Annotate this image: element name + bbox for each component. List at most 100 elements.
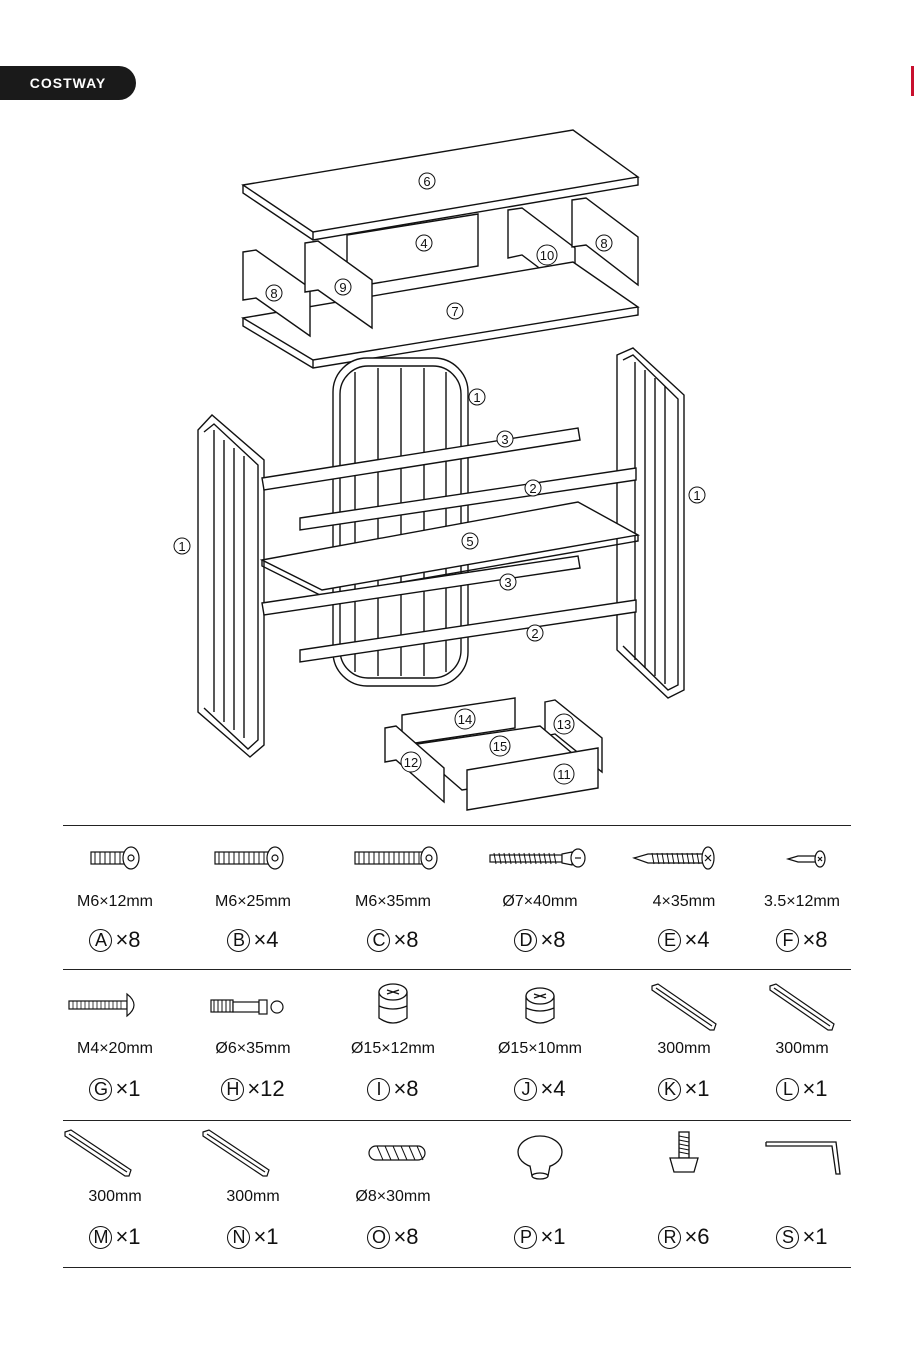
hardware-letter: A bbox=[89, 929, 112, 952]
hardware-letter: R bbox=[658, 1226, 681, 1249]
hardware-item-r: R×6 bbox=[624, 1128, 744, 1248]
hardware-letter: D bbox=[514, 929, 537, 952]
hardware-count: ×4 bbox=[253, 927, 278, 953]
hardware-quantity: R×6 bbox=[624, 1224, 744, 1250]
leveling-foot-icon bbox=[624, 1128, 744, 1182]
hardware-letter: G bbox=[89, 1078, 112, 1101]
hardware-size: 300mm bbox=[193, 1188, 313, 1206]
drawer-slide-icon bbox=[742, 980, 862, 1034]
hardware-letter: I bbox=[367, 1078, 390, 1101]
callout-8-right: 8 bbox=[600, 236, 607, 251]
hardware-letter: L bbox=[776, 1078, 799, 1101]
callout-7: 7 bbox=[451, 304, 458, 319]
hardware-quantity: I×8 bbox=[333, 1076, 453, 1102]
hardware-quantity: S×1 bbox=[742, 1224, 862, 1250]
hardware-letter: H bbox=[221, 1078, 244, 1101]
hardware-count: ×4 bbox=[540, 1076, 565, 1102]
callout-11: 11 bbox=[557, 767, 571, 782]
hardware-size: 300mm bbox=[624, 1040, 744, 1058]
callout-10: 10 bbox=[540, 248, 554, 263]
hardware-size: Ø8×30mm bbox=[333, 1188, 453, 1206]
knob-icon bbox=[480, 1128, 600, 1182]
hardware-count: ×12 bbox=[247, 1076, 284, 1102]
table-rule-row1 bbox=[63, 969, 851, 970]
hardware-count: ×6 bbox=[684, 1224, 709, 1250]
hardware-item-l: 300mmL×1 bbox=[742, 980, 862, 1100]
hardware-letter: F bbox=[776, 929, 799, 952]
hardware-quantity: A×8 bbox=[55, 927, 175, 953]
callout-15: 15 bbox=[493, 739, 507, 754]
callout-1-back: 1 bbox=[473, 390, 480, 405]
allen-key-icon bbox=[742, 1128, 862, 1182]
hardware-count: ×8 bbox=[115, 927, 140, 953]
hardware-letter: P bbox=[514, 1226, 537, 1249]
machine-screw-icon bbox=[55, 980, 175, 1034]
hardware-size: M6×25mm bbox=[193, 893, 313, 911]
part-frame-right bbox=[617, 348, 684, 698]
hardware-quantity: H×12 bbox=[193, 1076, 313, 1102]
drawer-rail-icon bbox=[55, 1128, 175, 1182]
cam-bolt-icon bbox=[480, 835, 600, 889]
hardware-quantity: O×8 bbox=[333, 1224, 453, 1250]
hardware-count: ×1 bbox=[802, 1224, 827, 1250]
cam-lock-small-icon bbox=[480, 980, 600, 1034]
wood-screw-icon bbox=[624, 835, 744, 889]
hardware-item-p: P×1 bbox=[480, 1128, 600, 1248]
hardware-item-i: Ø15×12mmI×8 bbox=[333, 980, 453, 1100]
callout-12: 12 bbox=[404, 755, 418, 770]
hardware-size: Ø15×12mm bbox=[333, 1040, 453, 1058]
table-rule-bottom bbox=[63, 1267, 851, 1268]
hardware-item-e: 4×35mmE×4 bbox=[624, 835, 744, 955]
callout-3-top: 3 bbox=[501, 432, 508, 447]
hardware-quantity: E×4 bbox=[624, 927, 744, 953]
hardware-size: 300mm bbox=[55, 1188, 175, 1206]
hardware-size: Ø6×35mm bbox=[193, 1040, 313, 1058]
callout-5: 5 bbox=[466, 534, 473, 549]
hardware-letter: K bbox=[658, 1078, 681, 1101]
hardware-item-k: 300mmK×1 bbox=[624, 980, 744, 1100]
hardware-quantity: C×8 bbox=[333, 927, 453, 953]
hardware-count: ×1 bbox=[540, 1224, 565, 1250]
drawer-slide-icon bbox=[624, 980, 744, 1034]
hardware-size: M4×20mm bbox=[55, 1040, 175, 1058]
drawer-rail-icon bbox=[193, 1128, 313, 1182]
hardware-size: 4×35mm bbox=[624, 893, 744, 911]
hardware-size: M6×35mm bbox=[333, 893, 453, 911]
hardware-quantity: G×1 bbox=[55, 1076, 175, 1102]
hardware-count: ×8 bbox=[540, 927, 565, 953]
hardware-letter: J bbox=[514, 1078, 537, 1101]
hardware-quantity: F×8 bbox=[742, 927, 862, 953]
hardware-count: ×8 bbox=[393, 1224, 418, 1250]
cam-dowel-icon bbox=[193, 980, 313, 1034]
hardware-quantity: K×1 bbox=[624, 1076, 744, 1102]
hardware-count: ×1 bbox=[115, 1224, 140, 1250]
brand-name: COSTWAY bbox=[30, 75, 107, 91]
bolt-short-icon bbox=[55, 835, 175, 889]
hardware-quantity: D×8 bbox=[480, 927, 600, 953]
callout-4: 4 bbox=[420, 236, 427, 251]
table-rule-top bbox=[63, 825, 851, 826]
hardware-letter: E bbox=[658, 929, 681, 952]
callout-14: 14 bbox=[458, 712, 472, 727]
hardware-letter: N bbox=[227, 1226, 250, 1249]
callout-3-bottom: 3 bbox=[504, 575, 511, 590]
table-rule-row2 bbox=[63, 1120, 851, 1121]
hardware-letter: M bbox=[89, 1226, 112, 1249]
hardware-count: ×8 bbox=[393, 927, 418, 953]
hardware-count: ×1 bbox=[115, 1076, 140, 1102]
hardware-quantity: B×4 bbox=[193, 927, 313, 953]
hardware-letter: S bbox=[776, 1226, 799, 1249]
hardware-quantity: J×4 bbox=[480, 1076, 600, 1102]
callout-13: 13 bbox=[557, 717, 571, 732]
hardware-size: 300mm bbox=[742, 1040, 862, 1058]
hardware-quantity: P×1 bbox=[480, 1224, 600, 1250]
callout-8-left: 8 bbox=[270, 286, 277, 301]
hardware-quantity: M×1 bbox=[55, 1224, 175, 1250]
hardware-count: ×1 bbox=[253, 1224, 278, 1250]
